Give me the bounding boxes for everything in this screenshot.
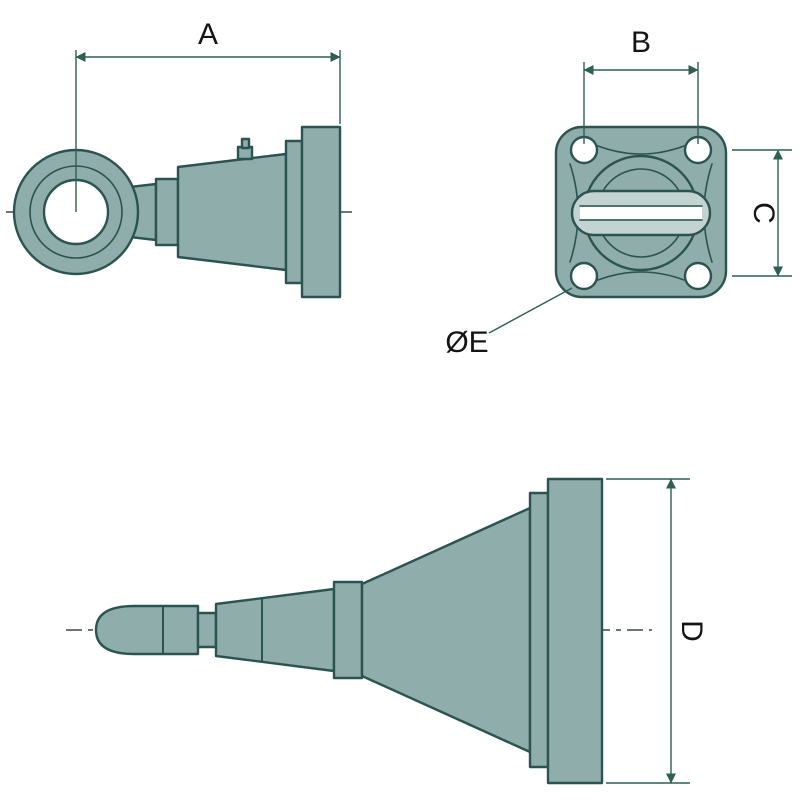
dia-e-label: ØE <box>445 326 488 359</box>
body-cone-bottom-view <box>360 506 532 754</box>
bolt-hole-bottom-left <box>569 261 599 291</box>
view-side-bottom: D <box>66 477 708 785</box>
casting-web-top <box>597 145 685 155</box>
flange-collar-bottom-view <box>528 491 550 769</box>
grease-nipple-tip <box>240 137 251 150</box>
dim-a-label: A <box>198 18 218 51</box>
dimension-c: C <box>732 149 792 277</box>
flange-plate-top-view <box>300 125 342 299</box>
dimension-a: A <box>75 18 341 212</box>
dia-e-leader-line <box>488 287 573 334</box>
view-side-top: A <box>6 18 358 299</box>
dim-d-label: D <box>675 620 708 642</box>
dim-c-label: C <box>747 202 780 224</box>
flange-collar-top-view <box>284 139 304 285</box>
shaft-taper <box>214 587 336 673</box>
eye-collar <box>154 177 180 247</box>
dimension-b: B <box>583 26 699 144</box>
body-cone-top-view <box>176 152 288 272</box>
view-front: B C ØE <box>445 26 792 359</box>
shaft-pin <box>94 604 200 656</box>
shaft-collar <box>332 580 364 680</box>
dimension-e: ØE <box>445 287 573 359</box>
eye-bar-highlight <box>580 207 702 219</box>
dimension-d: D <box>606 478 708 784</box>
bolt-hole-bottom-right <box>683 261 713 291</box>
casting-web-bottom <box>597 271 685 281</box>
flange-plate-bottom-view <box>546 477 604 785</box>
dim-b-label: B <box>631 26 651 59</box>
shaft-groove <box>196 611 218 649</box>
